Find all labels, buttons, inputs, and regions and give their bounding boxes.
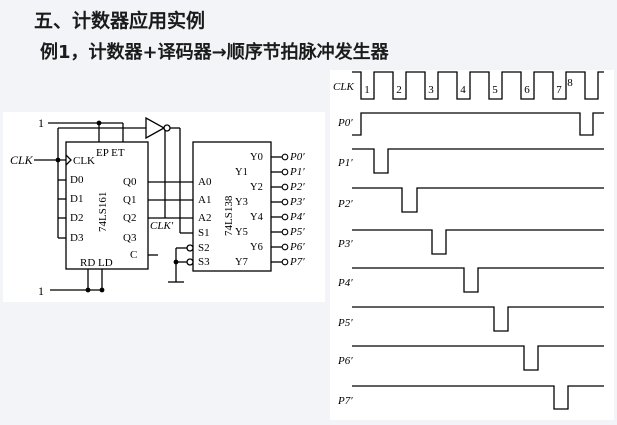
counter-output-q3: Q3 [123,232,137,244]
output-p2: P2′ [289,181,305,193]
decoder-input-a2: A2 [198,212,211,224]
decoder-chip-name: 74LS138 [223,195,235,236]
counter-chip [65,141,149,270]
decoder-enable-s2: S2 [198,242,210,254]
signal-label-p3: P3′ [337,238,353,250]
ep-et-label: EP ET [96,147,125,159]
counter-input-d3: D3 [70,232,84,244]
waveform-p3 [352,229,604,255]
output-p7: P7′ [289,256,305,268]
pulse-number-7: 7 [556,84,562,96]
pulse-number-5: 5 [492,84,498,96]
waveform-p4 [352,267,604,293]
pulse-number-3: 3 [428,84,434,96]
decoder-output-y5: Y5 [235,227,248,238]
counter-output-q0: Q0 [123,176,137,188]
signal-label-p7: P7′ [337,395,353,407]
counter-output-q1: Q1 [123,194,136,206]
decoder-output-y2: Y2 [250,182,263,193]
signal-label-p2: P2′ [337,198,353,210]
clk-prime-label: CLK′ [150,220,174,232]
slide-subtitle: 例1，计数器+译码器→顺序节拍脉冲发生器 [40,42,389,63]
decoder-enable-s1: S1 [198,227,210,239]
waveform-p6 [352,345,604,371]
pulse-number-8: 8 [567,77,573,89]
decoder-output-y0: Y0 [250,152,263,163]
timing-clk-label: CLK [333,81,354,93]
waveform-p1 [352,148,604,174]
const-one-bottom: 1 [38,284,44,298]
pulse-number-2: 2 [396,84,402,96]
counter-clk-pin: CLK [73,155,95,167]
decoder-chip [192,141,272,272]
output-p0: P0′ [289,151,305,163]
slide-title: 五、计数器应用实例 [34,10,206,32]
decoder-enable-s3: S3 [198,256,210,268]
decoder-output-y1: Y1 [235,167,248,178]
clk-waveform [352,71,604,100]
output-p5: P5′ [289,226,305,238]
pulse-number-4: 4 [460,84,466,96]
waveform-p2 [352,187,604,213]
output-p6: P6′ [289,241,305,253]
counter-input-d0: D0 [70,174,84,186]
counter-rd-ld-label: RD LD [80,257,113,269]
counter-chip-name: 74LS161 [97,192,109,232]
clk-input-label: CLK [10,153,34,167]
const-one-top: 1 [38,116,44,130]
decoder-output-y6: Y6 [250,242,263,253]
output-p4: P4′ [289,211,305,223]
pulse-number-6: 6 [524,84,530,96]
decoder-input-a0: A0 [198,176,212,188]
signal-label-p4: P4′ [337,277,353,289]
waveform-p7 [352,385,604,410]
signal-label-p6: P6′ [337,355,353,367]
signal-label-p5: P5′ [337,317,353,329]
signal-label-p1: P1′ [337,157,353,169]
output-p3: P3′ [289,196,305,208]
decoder-input-a1: A1 [198,194,211,206]
counter-input-d2: D2 [70,212,83,224]
waveform-p0 [352,112,604,136]
counter-carry-pin: C [130,249,137,261]
pulse-number-1: 1 [364,84,370,96]
decoder-output-y3: Y3 [235,197,248,208]
signal-label-p0: P0′ [337,117,353,129]
output-p1: P1′ [289,166,305,178]
waveform-p5 [352,306,604,332]
decoder-output-y4: Y4 [250,212,264,223]
timing-panel [330,70,614,420]
decoder-output-y7: Y7 [235,257,248,268]
counter-input-d1: D1 [70,193,83,205]
counter-output-q2: Q2 [123,212,136,224]
